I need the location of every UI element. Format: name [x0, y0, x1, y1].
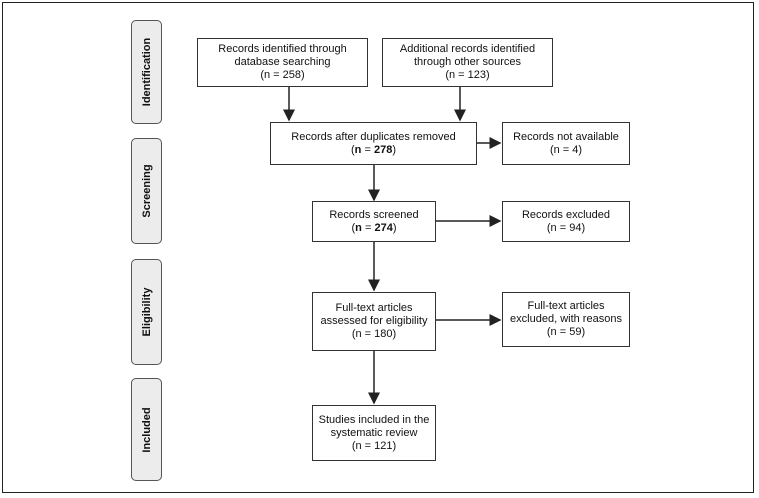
stage-eligibility: Eligibility: [131, 259, 162, 365]
box-after-duplicates: Records after duplicates removed (n = 27…: [270, 122, 477, 165]
box-studies-included-count: (n = 121): [351, 439, 397, 452]
box-not-available: Records not available (n = 4): [502, 122, 630, 165]
box-fulltext-excluded-count: (n = 59): [546, 326, 586, 338]
stage-included: Included: [131, 378, 162, 481]
box-records-excluded-count: (n = 94): [546, 221, 586, 234]
box-database-searching-count: (n = 258): [260, 69, 305, 81]
box-records-screened-title: Records screened: [329, 208, 419, 221]
box-records-excluded: Records excluded (n = 94): [502, 201, 630, 242]
stage-identification-label: Identification: [140, 37, 153, 107]
box-other-sources: Additional records identified through ot…: [382, 38, 553, 87]
box-records-screened: Records screened (n = 274): [312, 201, 436, 242]
figure-frame: [2, 2, 754, 493]
box-database-searching: Records identified through database sear…: [197, 38, 368, 87]
box-fulltext-excluded: Full-text articles excluded, with reason…: [502, 292, 630, 347]
box-other-sources-count: (n = 123): [445, 69, 490, 81]
box-studies-included-title: Studies included in the systematic revie…: [318, 413, 430, 439]
box-not-available-count: (n = 4): [549, 143, 583, 156]
box-records-screened-count: (n = 274): [351, 221, 397, 234]
box-fulltext-assessed-count: (n = 180): [351, 328, 397, 340]
stage-screening-label: Screening: [140, 164, 153, 218]
box-after-duplicates-title: Records after duplicates removed: [291, 130, 456, 143]
box-after-duplicates-count: (n = 278): [351, 143, 396, 156]
box-fulltext-excluded-title: Full-text articles excluded, with reason…: [510, 300, 622, 325]
stage-screening: Screening: [131, 138, 162, 244]
box-not-available-title: Records not available: [513, 130, 619, 143]
stage-identification: Identification: [131, 20, 162, 124]
box-fulltext-assessed: Full-text articles assessed for eligibil…: [312, 292, 436, 351]
box-studies-included: Studies included in the systematic revie…: [312, 405, 436, 461]
box-records-excluded-title: Records excluded: [521, 208, 611, 221]
box-other-sources-title: Additional records identified through ot…: [399, 43, 536, 68]
box-fulltext-assessed-title: Full-text articles assessed for eligibil…: [320, 302, 428, 327]
stage-included-label: Included: [140, 406, 153, 453]
stage-eligibility-label: Eligibility: [140, 287, 153, 337]
box-database-searching-title: Records identified through database sear…: [218, 43, 347, 68]
